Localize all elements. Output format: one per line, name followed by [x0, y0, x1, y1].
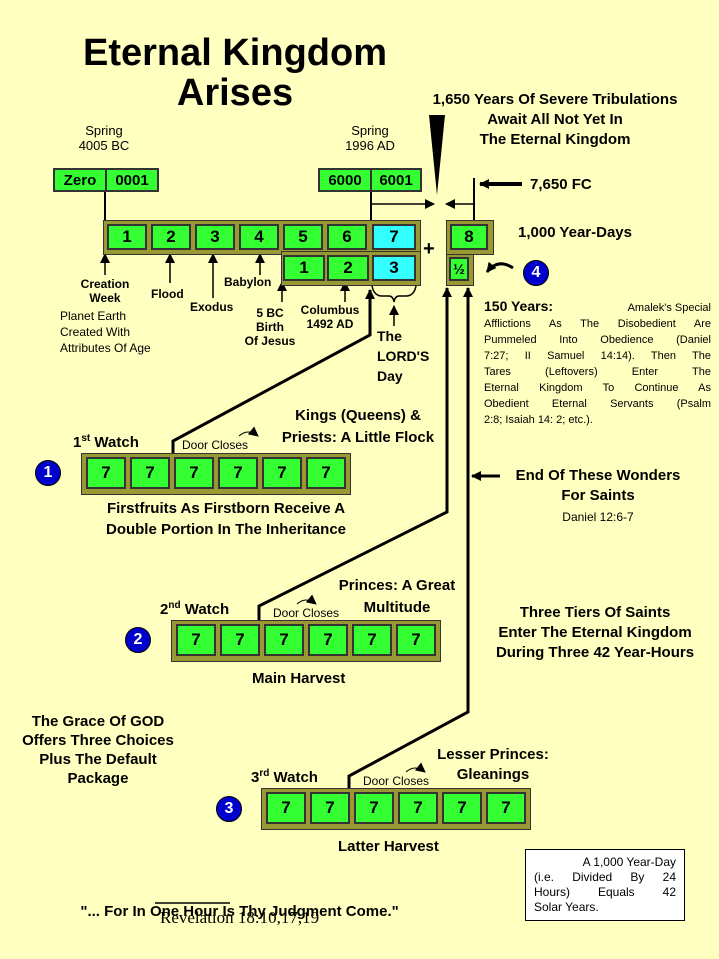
day-box-7: 7 — [372, 224, 416, 250]
day-box-3: 3 — [195, 224, 235, 250]
title-line-2: Arises — [176, 72, 294, 114]
watch1-box-6: 7 — [306, 457, 346, 489]
watch1-door-closes: Door Closes — [182, 438, 249, 452]
page-title: Eternal Kingdom Arises — [40, 33, 430, 113]
watch2-box-2: 7 — [220, 624, 260, 656]
watch2-box-5: 7 — [352, 624, 392, 656]
watch2-box-1: 7 — [176, 624, 216, 656]
watch1-box-5: 7 — [262, 457, 302, 489]
watch3-box-3: 7 — [354, 792, 394, 824]
lords-day-label: The LORD'S Day — [377, 328, 430, 384]
day-box-5: 5 — [283, 224, 323, 250]
watch1-box-3: 7 — [174, 457, 214, 489]
day-box-2: 2 — [151, 224, 191, 250]
year-box-6001: 6001 — [370, 168, 422, 192]
watch2-bottom-label: Main Harvest — [252, 670, 346, 687]
watch3-label: 3rd Watch — [251, 768, 318, 786]
plus-sign: + — [423, 238, 435, 260]
babylon-label: Babylon — [224, 275, 272, 289]
year-day-note-box: A 1,000 Year-Day (i.e. Divided By 24 Hou… — [525, 849, 685, 921]
half-box: ½ — [449, 257, 469, 281]
watch2-top-label: Princes: A Great Multitude — [338, 577, 456, 616]
columbus-label: Columbus 1492 AD — [300, 303, 360, 331]
watch3-box-4: 7 — [398, 792, 438, 824]
watch3-box-1: 7 — [266, 792, 306, 824]
day-box-4: 4 — [239, 224, 279, 250]
tribulation-note: 1,650 Years Of Severe Tribulations Await… — [432, 91, 678, 148]
watch3-box-2: 7 — [310, 792, 350, 824]
watch1-label: 1st Watch — [73, 433, 139, 451]
millennium-box-3: 3 — [372, 255, 416, 281]
judgment-quote: "... For In One Hour Is Thy Judgment Com… — [80, 903, 399, 920]
watch2-door-closes: Door Closes — [273, 606, 340, 620]
year-box-0001: 0001 — [105, 168, 159, 192]
millennium-box-2: 2 — [327, 255, 369, 281]
spring-1996ad: Spring 1996 AD — [345, 123, 395, 153]
day-box-1: 1 — [107, 224, 147, 250]
revelation-reference: Revelation 18:10,17,19 — [160, 908, 320, 927]
daniel-ref: Daniel 12:6-7 — [562, 510, 634, 524]
fc-label: 7,650 FC — [530, 176, 592, 193]
watch2-box-3: 7 — [264, 624, 304, 656]
watch1-top-label: Kings (Queens) & Priests: A Little Flock — [281, 407, 435, 446]
year-days-label: 1,000 Year-Days — [518, 224, 632, 241]
circle-3: 3 — [216, 796, 242, 822]
watch3-box-6: 7 — [486, 792, 526, 824]
day-box-6: 6 — [327, 224, 367, 250]
birth-of-jesus-label: 5 BC Birth Of Jesus — [244, 306, 296, 348]
circle-2: 2 — [125, 627, 151, 653]
watch2-box-4: 7 — [308, 624, 348, 656]
day-box-8: 8 — [450, 224, 488, 250]
watch1-box-4: 7 — [218, 457, 258, 489]
watch1-box-1: 7 — [86, 457, 126, 489]
millennium-box-1: 1 — [283, 255, 325, 281]
three-tiers-label: Three Tiers Of Saints Enter The Eternal … — [495, 604, 695, 661]
end-of-wonders: End Of These Wonders For Saints — [515, 467, 681, 504]
watch3-door-closes: Door Closes — [363, 774, 430, 788]
watch2-box-6: 7 — [396, 624, 436, 656]
watch2-label: 2nd Watch — [160, 600, 230, 618]
grace-of-god-label: The Grace Of GOD Offers Three Choices Pl… — [22, 713, 174, 787]
circle-4: 4 — [523, 260, 549, 286]
watch3-top-label: Lesser Princes: Gleanings — [437, 746, 549, 783]
watch1-bottom-label: Firstfruits As Firstborn Receive A Doubl… — [105, 500, 346, 538]
exodus-label: Exodus — [190, 300, 234, 314]
title-line-1: Eternal Kingdom — [82, 32, 388, 74]
watch1-box-2: 7 — [130, 457, 170, 489]
flood-label: Flood — [151, 287, 184, 301]
spring-4005bc: Spring 4005 BC — [78, 123, 130, 153]
years-150-block: 150 Years: Amalek's Special Afflictions … — [484, 298, 711, 426]
watch3-bottom-label: Latter Harvest — [338, 838, 439, 855]
creation-week-label: Creation Week — [80, 277, 130, 305]
planet-earth-label: Planet Earth Created With Attributes Of … — [60, 309, 151, 355]
year-box-6000: 6000 — [318, 168, 372, 192]
watch3-box-5: 7 — [442, 792, 482, 824]
year-box-zero: Zero — [53, 168, 107, 192]
years-150-head: 150 Years: — [484, 298, 554, 314]
circle-1: 1 — [35, 460, 61, 486]
